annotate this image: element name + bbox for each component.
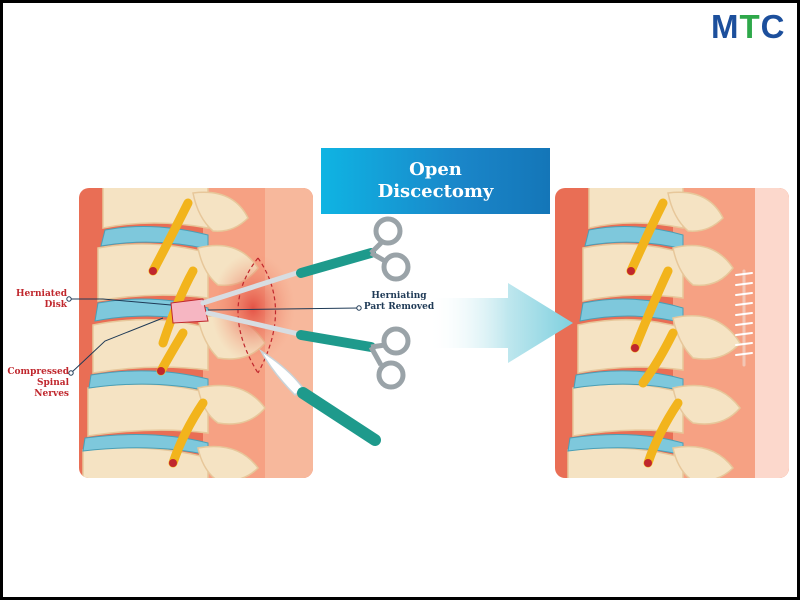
- mtc-logo: MTC: [711, 9, 797, 45]
- nerves-right: [626, 198, 683, 468]
- upper-clamp-icon: [200, 216, 411, 306]
- nerve-ends-right: [627, 267, 652, 467]
- figure-frame: MTC: [3, 3, 797, 597]
- label-herniating-part-removed: Herniating Part Removed: [361, 291, 437, 313]
- illustration: [66, 188, 789, 478]
- processes-right: [667, 191, 741, 478]
- label-compressed-line1: Compressed: [7, 367, 69, 377]
- stitches: [735, 269, 753, 367]
- procedure-title-banner: Open Discectomy: [321, 148, 550, 214]
- label-herniated-disk-line2: Disk: [44, 300, 67, 310]
- banner-line-1: Open: [409, 159, 462, 180]
- label-herniated-disk-line1: Herniated: [16, 289, 67, 299]
- transition-arrow: [428, 283, 573, 363]
- label-herniating-line2: Part Removed: [363, 302, 435, 312]
- label-compressed-spinal-nerves: Compressed Spinal Nerves: [3, 367, 69, 400]
- label-herniating-line1: Herniating: [371, 291, 427, 301]
- logo-letter-c: C: [760, 8, 786, 45]
- lower-clamp-icon: [205, 310, 411, 390]
- label-compressed-line2: Spinal Nerves: [34, 378, 69, 399]
- banner-line-2: Discectomy: [377, 181, 494, 202]
- right-spine-panel: [555, 188, 789, 478]
- leader-lines: [66, 296, 362, 376]
- nerve-ends-left: [149, 267, 177, 467]
- label-herniated-disk: Herniated Disk: [7, 289, 67, 311]
- logo-letter-t: T: [739, 8, 761, 45]
- logo-letter-m: M: [711, 8, 740, 45]
- scalpel-icon: [258, 348, 381, 446]
